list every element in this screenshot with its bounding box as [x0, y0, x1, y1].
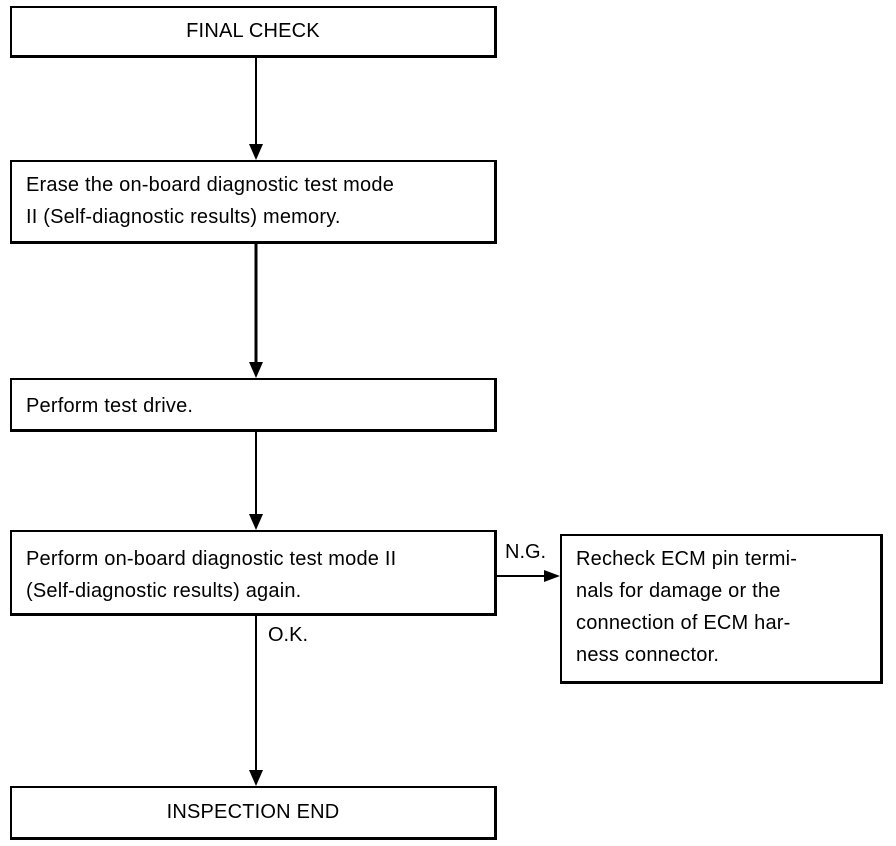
- arrow-head: [544, 570, 560, 582]
- recheck-line-2: nals for damage or the: [576, 580, 781, 602]
- perform-again-line-2: (Self-diagnostic results) again.: [26, 580, 302, 602]
- erase-line-2: II (Self-diagnostic results) memory.: [26, 206, 341, 228]
- arrow-head: [249, 770, 263, 786]
- test-drive-text: Perform test drive.: [26, 395, 194, 417]
- recheck-line-1: Recheck ECM pin termi-: [576, 548, 798, 570]
- recheck-line-4: ness connector.: [576, 644, 720, 666]
- inspection-end-box: INSPECTION END: [10, 786, 497, 840]
- erase-line-1: Erase the on-board diagnostic test mode: [26, 174, 395, 196]
- inspection-end-text: INSPECTION END: [166, 801, 340, 823]
- recheck-ecm-box: Recheck ECM pin termi- nals for damage o…: [560, 534, 883, 684]
- ng-label: N.G.: [505, 541, 547, 563]
- erase-memory-box: Erase the on-board diagnostic test mode …: [10, 160, 497, 244]
- perform-again-box: Perform on-board diagnostic test mode II…: [10, 530, 497, 616]
- recheck-line-3: connection of ECM har-: [576, 612, 791, 634]
- test-drive-box: Perform test drive.: [10, 378, 497, 432]
- arrow-head: [249, 144, 263, 160]
- arrow-head: [249, 362, 263, 378]
- arrow-head: [249, 514, 263, 530]
- final-check-box: FINAL CHECK: [10, 6, 497, 58]
- perform-again-line-1: Perform on-board diagnostic test mode II: [26, 548, 397, 570]
- ok-label: O.K.: [268, 624, 309, 646]
- final-check-text: FINAL CHECK: [186, 20, 320, 42]
